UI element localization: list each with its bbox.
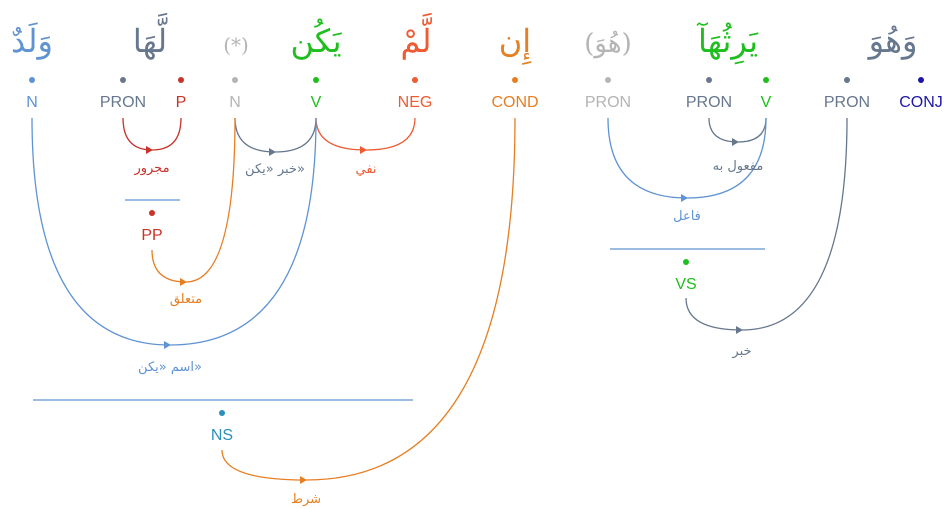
- tag-wahuwa-conj: CONJ: [899, 94, 943, 111]
- arc-fail: [607, 117, 688, 202]
- arc-maful-tail: [737, 117, 767, 143]
- dot-yar-pron: [706, 77, 712, 83]
- arc-majrur: [122, 117, 153, 154]
- phrase-vs: VS: [675, 276, 696, 293]
- label-khabar: خبر: [731, 344, 751, 359]
- dot-star: [232, 77, 238, 83]
- phrase-pp: PP: [141, 227, 162, 244]
- tag-row: N PRON P N V NEG COND PRON PRON V PRON C…: [26, 94, 943, 111]
- arc-khabar: [685, 297, 743, 334]
- dot-wahuwa-conj: [918, 77, 924, 83]
- token-yakun: يَكُن: [291, 19, 343, 60]
- tag-walad: N: [26, 94, 38, 111]
- arc-mutaallaq: [151, 249, 187, 286]
- dot-lam: [412, 77, 418, 83]
- token-row: وَلَدٌ لَّهَا (*) يَكُن لَّمْ إِن (هُوَ)…: [11, 13, 917, 66]
- pp-dot: [149, 210, 155, 216]
- arc-nafy-tail: [365, 117, 416, 151]
- token-huwa: (هُوَ): [584, 29, 631, 59]
- dot-wahuwa-pron: [844, 77, 850, 83]
- arc-khabar-yakun-tail: [274, 117, 317, 153]
- token-laha: لَّهَا: [133, 13, 168, 60]
- label-khabar-yakun: خبر «يكن»: [245, 162, 305, 177]
- relation-labels: مجرور خبر «يكن» نفي متعلق اسم «يكن» مفعو…: [133, 159, 763, 507]
- token-lam: لَّمْ: [400, 13, 432, 60]
- dot-laha-pron: [120, 77, 126, 83]
- token-in: إِن: [499, 22, 532, 66]
- dot-laha-p: [178, 77, 184, 83]
- label-shart: شرط: [291, 492, 321, 507]
- label-fail: فاعل: [673, 209, 701, 224]
- arc-shart: [221, 449, 307, 484]
- arc-fail-tail: [686, 117, 767, 199]
- label-majrur: مجرور: [133, 161, 169, 176]
- dependency-arcs: [31, 117, 848, 484]
- token-yarithuha: يَرِثُهَآ: [696, 21, 759, 65]
- token-walad: وَلَدٌ: [11, 22, 53, 60]
- token-star: (*): [223, 33, 249, 57]
- tag-dots: [29, 77, 924, 83]
- dot-walad: [29, 77, 35, 83]
- label-mutaallaq: متعلق: [170, 292, 202, 307]
- arc-nafy: [315, 117, 367, 154]
- tag-laha-p: P: [176, 94, 187, 111]
- tag-huwa: PRON: [585, 94, 631, 111]
- tag-wahuwa-pron: PRON: [824, 94, 870, 111]
- token-wahuwa: وَهُوَ: [867, 22, 918, 60]
- tag-laha-pron: PRON: [100, 94, 146, 111]
- arc-khabar-tail: [741, 117, 848, 331]
- label-nafy: نفي: [355, 162, 376, 177]
- phrase-ns: NS: [211, 427, 233, 444]
- tag-yar-pron: PRON: [686, 94, 732, 111]
- phrase-nodes: PP VS NS: [33, 199, 765, 444]
- dot-huwa: [605, 77, 611, 83]
- arc-ism-yakun: [31, 117, 171, 349]
- ns-dot: [219, 410, 225, 416]
- dot-yar-v: [763, 77, 769, 83]
- arc-shart-tail: [305, 117, 516, 481]
- arc-mutaallaq-tail: [185, 117, 236, 283]
- arc-ism-yakun-tail: [169, 117, 317, 346]
- dot-in: [512, 77, 518, 83]
- arc-khabar-yakun: [234, 117, 276, 156]
- label-ism-yakun: اسم «يكن»: [138, 360, 202, 375]
- label-maful: مفعول به: [713, 159, 764, 174]
- tag-star: N: [229, 94, 241, 111]
- vs-dot: [683, 259, 689, 265]
- dot-yakun: [313, 77, 319, 83]
- arc-maful: [708, 117, 739, 146]
- tag-yar-v: V: [761, 94, 772, 111]
- tag-lam: NEG: [398, 94, 433, 111]
- tag-in: COND: [491, 94, 538, 111]
- arc-majrur-tail: [151, 117, 182, 151]
- tag-yakun: V: [311, 94, 322, 111]
